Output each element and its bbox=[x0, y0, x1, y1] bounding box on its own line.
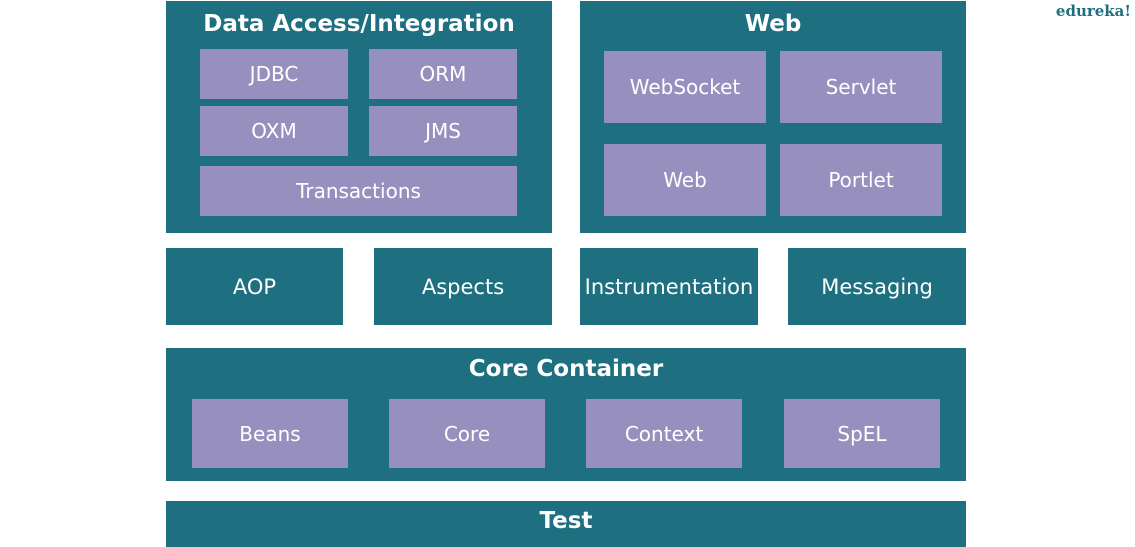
test-panel: Test bbox=[166, 501, 966, 547]
module-aop: AOP bbox=[166, 248, 343, 325]
module-servlet: Servlet bbox=[780, 51, 942, 123]
module-beans: Beans bbox=[192, 399, 348, 468]
module-oxm: OXM bbox=[200, 106, 348, 156]
module-aspects: Aspects bbox=[374, 248, 552, 325]
module-jdbc: JDBC bbox=[200, 49, 348, 99]
module-messaging: Messaging bbox=[788, 248, 966, 325]
core-container-panel: Core Container Beans Core Context SpEL bbox=[166, 348, 966, 481]
web-title: Web bbox=[744, 11, 802, 37]
data-access-panel: Data Access/Integration JDBC ORM OXM JMS… bbox=[166, 1, 552, 233]
module-orm: ORM bbox=[369, 49, 517, 99]
edureka-logo: edureka! bbox=[1055, 2, 1131, 20]
web-panel: Web WebSocket Servlet Web Portlet bbox=[580, 1, 966, 233]
module-websocket: WebSocket bbox=[604, 51, 766, 123]
module-web: Web bbox=[604, 144, 766, 216]
module-jms: JMS bbox=[369, 106, 517, 156]
module-transactions: Transactions bbox=[200, 166, 517, 216]
module-core: Core bbox=[389, 399, 545, 468]
core-container-title: Core Container bbox=[468, 356, 664, 382]
module-context: Context bbox=[586, 399, 742, 468]
module-spel: SpEL bbox=[784, 399, 940, 468]
data-access-title: Data Access/Integration bbox=[203, 11, 515, 37]
test-title: Test bbox=[539, 508, 593, 534]
module-instrumentation: Instrumentation bbox=[580, 248, 758, 325]
module-portlet: Portlet bbox=[780, 144, 942, 216]
